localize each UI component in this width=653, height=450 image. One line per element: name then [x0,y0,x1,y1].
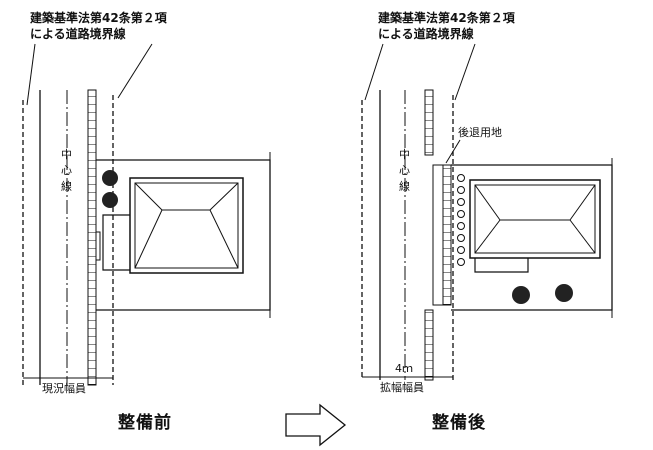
annex [102,214,130,271]
roof-hip [474,219,501,254]
center-label-char: 線 [399,179,410,193]
roof-hip [569,184,596,221]
plant-icon [457,258,465,266]
shrub-icon [512,286,530,304]
building-inner [134,182,239,269]
setback-area [432,164,444,306]
building-inner [474,184,596,254]
fence [87,89,97,386]
plant-icon [457,198,465,206]
plant-icon [457,234,465,242]
center-line-label: 中 心 線 [61,148,72,193]
annotation-leader [454,43,476,101]
before-diagram: 建築基準法第42条第２項 による道路境界線 中 心 線 [22,10,271,433]
law-annotation-line2: による道路境界線 [30,26,126,41]
plant-icon [457,186,465,194]
center-line-label: 中 心 線 [399,148,410,193]
roof-hip [134,209,163,269]
setback-label: 後退用地 [458,125,502,139]
transition-arrow-icon [285,403,347,447]
roof-hip [209,182,239,211]
setback-leader [445,139,461,164]
roof-hip [134,182,163,211]
shrub-icon [555,284,573,302]
after-diagram: 建築基準法第42条第２項 による道路境界線 中 心 線 後退用地 [361,10,613,433]
plant-icon [457,174,465,182]
roof-hip [209,209,239,269]
plant-row [457,174,465,266]
shrub-icon [102,170,118,186]
annotation-leader [364,43,384,101]
current-width-label: 現況幅員 [42,381,86,395]
annotation-leader [26,43,36,106]
plant-icon [457,210,465,218]
center-label-char: 心 [399,164,410,177]
roof-hip [569,219,596,254]
after-caption: 整備後 [432,412,486,433]
center-label-char: 心 [61,164,72,177]
annex [474,258,529,273]
fence [424,309,434,381]
building-outer [129,177,244,274]
law-annotation-line1: 建築基準法第42条第２項 [377,10,516,25]
building-outer [469,179,601,259]
new-fence [442,164,452,306]
center-label-char: 線 [61,179,72,193]
plant-icon [457,246,465,254]
distance-label: 4ｍ [395,362,413,375]
roof-hip [474,184,501,221]
center-label-char: 中 [61,148,72,161]
center-label-char: 中 [399,148,410,161]
annotation-leader [117,43,153,99]
law-annotation-line2: による道路境界線 [378,26,474,41]
fence [424,89,434,156]
gate [95,231,101,261]
shrub-icon [102,192,118,208]
expanded-width-label: 拡幅幅員 [380,380,424,394]
law-annotation-line1: 建築基準法第42条第２項 [29,10,168,25]
before-caption: 整備前 [118,412,172,433]
plant-icon [457,222,465,230]
